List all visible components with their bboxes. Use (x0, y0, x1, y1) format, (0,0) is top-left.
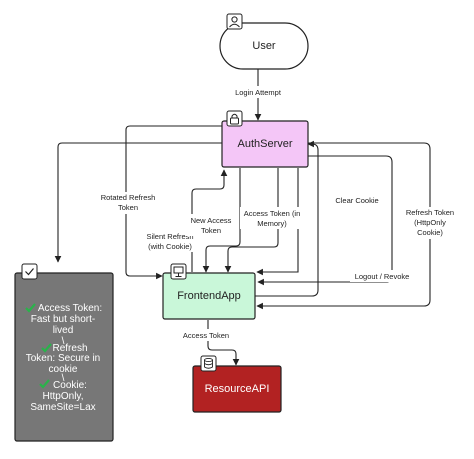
node-label-frontend-app: FrontendApp (177, 290, 241, 302)
edge-label-silent-refresh: (with Cookie) (148, 242, 192, 251)
note-line: Fast but short- (31, 314, 95, 325)
database-icon (200, 355, 217, 372)
node-label-auth-server: AuthServer (237, 138, 292, 150)
node-label-user: User (252, 40, 276, 52)
check-icon (39, 379, 50, 389)
edge-label-refresh-httponly: (HttpOnly (414, 218, 446, 227)
edge-label-refresh-httponly: Refresh Token (406, 208, 454, 217)
note-box: Access Token: Fast but short- lived \ Re… (14, 263, 114, 442)
edge-new-access-token (202, 168, 241, 273)
edge-label-rotated-refresh: Rotated Refresh (101, 193, 156, 202)
note-line: Token: Secure in (26, 353, 101, 364)
note-line: HttpOnly, (43, 391, 84, 402)
node-frontend-app: FrontendApp (162, 263, 256, 320)
lock-icon (226, 110, 243, 127)
node-label-resource-api: ResourceAPI (205, 383, 270, 395)
edge-label-refresh-httponly: Cookie) (417, 228, 443, 237)
note-icon (21, 263, 38, 280)
note-line: Access Token: (38, 303, 102, 314)
edge-label-silent-refresh: Silent Refresh (146, 232, 193, 241)
edge-access-token-memory (224, 168, 279, 273)
edge-authserver-to-note (54, 142, 222, 263)
check-icon (25, 303, 36, 313)
edge-label-login-attempt: Login Attempt (235, 88, 282, 97)
edge-logout-revoke (254, 140, 319, 297)
edge-clear-cookie-inner (256, 168, 299, 276)
edge-label-logout-revoke: Logout / Revoke (355, 272, 410, 281)
note-line: Cookie: (53, 380, 87, 391)
edge-access-token (207, 320, 240, 366)
node-auth-server: AuthServer (221, 110, 309, 168)
node-resource-api: ResourceAPI (192, 355, 282, 413)
note-line: \ (62, 336, 65, 347)
node-user: User (219, 13, 309, 70)
edge-label-access-memory: Memory) (257, 219, 287, 228)
note-line: cookie (49, 364, 78, 375)
edge-label-new-access: New Access (191, 216, 232, 225)
edge-label-access-memory: Access Token (in (244, 209, 301, 218)
note-line: Refresh (52, 343, 87, 354)
edge-label-rotated-refresh: Token (118, 203, 138, 212)
edge-label-access-token: Access Token (183, 331, 229, 340)
note-line: SameSite=Lax (30, 402, 95, 413)
user-icon (226, 13, 243, 30)
check-icon (41, 343, 52, 353)
monitor-icon (170, 263, 187, 280)
note-line: lived (53, 325, 74, 336)
edge-label-new-access: Token (201, 226, 221, 235)
edge-label-clear-cookie: Clear Cookie (335, 196, 378, 205)
note-line: \ (62, 373, 65, 384)
